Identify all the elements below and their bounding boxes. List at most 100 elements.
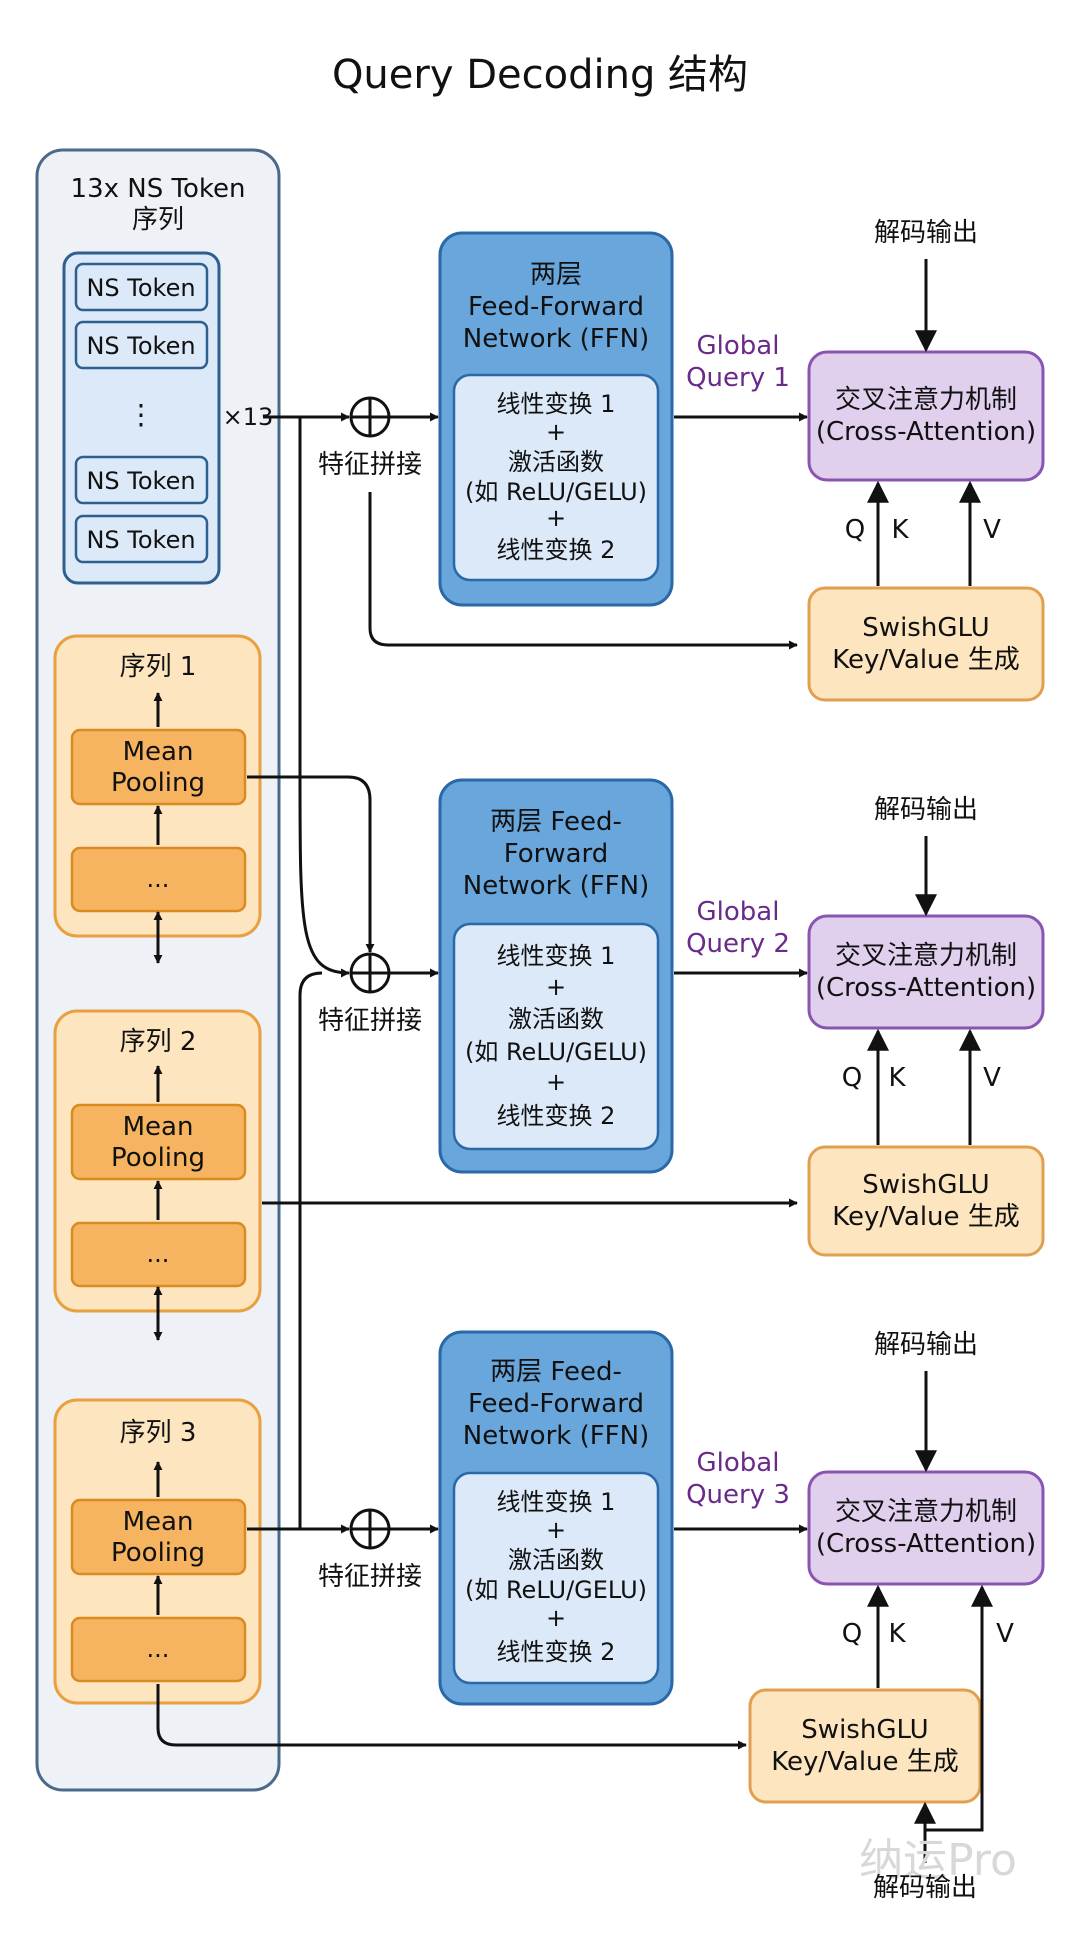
sequence-3-dots: ...	[147, 1635, 170, 1663]
swishglu-1-line2: Key/Value 生成	[832, 645, 1020, 675]
decode-output-1: 解码输出	[874, 218, 978, 248]
cross-attention-2-line2: (Cross-Attention)	[816, 973, 1036, 1003]
ffn-2-inner-line5: +	[546, 1068, 566, 1096]
decode-output-2: 解码输出	[874, 795, 978, 825]
ns-token-text-2: NS Token	[86, 332, 195, 360]
mean-pooling-3-line2: Pooling	[111, 1538, 205, 1568]
decode-output-bottom: 解码输出	[873, 1873, 977, 1903]
sequence-1-tokens	[70, 846, 247, 913]
concat-symbol-1	[349, 396, 391, 438]
trunk-line-2	[298, 971, 323, 1529]
ffn-2-inner-line2: +	[546, 973, 566, 1001]
concat-label-3: 特征拼接	[318, 1562, 422, 1592]
concat-symbol-2	[349, 952, 391, 994]
sequence-1-label: 序列 1	[120, 652, 197, 682]
ns-token-box-3	[74, 455, 209, 505]
q-label-2: Q	[842, 1063, 862, 1093]
pool1-to-concat-2-top	[300, 775, 375, 953]
mean-pooling-2	[70, 1103, 247, 1181]
ns-token-text-1: NS Token	[86, 274, 195, 302]
v-label-3: V	[996, 1619, 1014, 1649]
sequence-3-label: 序列 3	[120, 1418, 197, 1448]
ffn-2-inner-line4: (如 ReLU/GELU)	[465, 1038, 647, 1066]
mean-pooling-3	[70, 1498, 247, 1576]
v-label-2: V	[983, 1063, 1001, 1093]
v-arrow-3	[925, 1584, 993, 1832]
ns-token-ellipsis: ⋮	[127, 398, 155, 431]
cross-attention-3-line1: 交叉注意力机制	[835, 1497, 1017, 1527]
concat-1-to-swishglu-1	[368, 492, 798, 650]
sequence-3-to-swishglu-3	[156, 1684, 747, 1750]
k-label-3: K	[888, 1619, 906, 1649]
swishglu-1	[807, 586, 1045, 702]
cross-attention-1-line2: (Cross-Attention)	[816, 417, 1036, 447]
ffn-1-inner-line2: +	[546, 418, 566, 446]
cross-attention-3	[807, 1470, 1045, 1586]
swishglu-3-line2: Key/Value 生成	[771, 1747, 959, 1777]
concat-label-1: 特征拼接	[318, 450, 422, 480]
panel-title-line1: 13x NS Token	[71, 174, 246, 204]
ns-token-box-1	[74, 262, 209, 312]
swishglu-2-line2: Key/Value 生成	[832, 1202, 1020, 1232]
global-query-3-line2: Query 3	[686, 1480, 790, 1510]
q-label-3: Q	[842, 1619, 862, 1649]
global-query-2-line1: Global	[697, 897, 780, 927]
ffn-1-title-line3: Network (FFN)	[463, 324, 649, 354]
mean-pooling-1-line2: Pooling	[111, 768, 205, 798]
ffn-3-inner-line2: +	[546, 1516, 566, 1544]
ffn-2-title-line1: 两层 Feed-	[490, 807, 622, 837]
ns-token-box-4	[74, 514, 209, 564]
global-query-3-line1: Global	[697, 1448, 780, 1478]
ffn-1-title-line2: Feed-Forward	[468, 292, 644, 322]
swishglu-2	[807, 1145, 1045, 1257]
panel-title-line2: 序列	[132, 205, 184, 235]
sequence-2-label: 序列 2	[120, 1027, 197, 1057]
ffn-2-inner-line6: 线性变换 2	[497, 1102, 616, 1130]
concat-symbol-3	[349, 1508, 391, 1550]
swishglu-2-line1: SwishGLU	[862, 1170, 989, 1200]
cross-attention-1	[807, 350, 1045, 482]
cross-attention-3-line2: (Cross-Attention)	[816, 1529, 1036, 1559]
ffn-1-inner-line3: 激活函数	[508, 448, 604, 476]
diagram-title: Query Decoding 结构	[332, 52, 748, 98]
cross-attention-2-line1: 交叉注意力机制	[835, 941, 1017, 971]
mean-pooling-3-line1: Mean	[123, 1507, 194, 1537]
ffn-3-title-line3: Network (FFN)	[463, 1421, 649, 1451]
ffn-3-title-line1: 两层 Feed-	[490, 1357, 622, 1387]
ffn-1-inner-line5: +	[546, 504, 566, 532]
mean-pooling-2-line1: Mean	[123, 1112, 194, 1142]
ffn-3-inner	[452, 1471, 660, 1685]
ffn-2-title-line3: Network (FFN)	[463, 871, 649, 901]
ns-token-box-2	[74, 320, 209, 370]
sequence-1-dots: ...	[147, 865, 170, 893]
swishglu-3	[748, 1688, 982, 1804]
concat-label-2: 特征拼接	[318, 1006, 422, 1036]
ffn-2-inner-line3: 激活函数	[508, 1005, 604, 1033]
mean-pooling-1	[70, 728, 247, 806]
ffn-1-inner-line4: (如 ReLU/GELU)	[465, 478, 647, 506]
ffn-2-title-line2: Forward	[504, 839, 609, 869]
ffn-3-inner-line4: (如 ReLU/GELU)	[465, 1576, 647, 1604]
ffn-3-inner-line5: +	[546, 1604, 566, 1632]
ffn-1-inner-line6: 线性变换 2	[497, 536, 616, 564]
pool1-to-concat-2-lower	[298, 776, 350, 978]
ffn-1-inner-line1: 线性变换 1	[497, 390, 616, 418]
swishglu-1-line1: SwishGLU	[862, 613, 989, 643]
global-query-2-line2: Query 2	[686, 929, 790, 959]
ffn-3-inner-line1: 线性变换 1	[497, 1488, 616, 1516]
sequence-3-tokens	[70, 1616, 247, 1683]
swishglu-3-line1: SwishGLU	[801, 1715, 928, 1745]
sequence-2-dots: ...	[147, 1240, 170, 1268]
cross-attention-2	[807, 914, 1045, 1030]
cross-attention-1-line1: 交叉注意力机制	[835, 385, 1017, 415]
ffn-3-inner-line6: 线性变换 2	[497, 1638, 616, 1666]
ffn-1-inner	[452, 373, 660, 582]
global-query-1-line2: Query 1	[686, 363, 790, 393]
ns-token-text-3: NS Token	[86, 467, 195, 495]
k-label-1: K	[891, 515, 909, 545]
ffn-3-inner-line3: 激活函数	[508, 1546, 604, 1574]
decode-output-3: 解码输出	[874, 1330, 978, 1360]
k-label-2: K	[888, 1063, 906, 1093]
mean-pooling-2-line2: Pooling	[111, 1143, 205, 1173]
